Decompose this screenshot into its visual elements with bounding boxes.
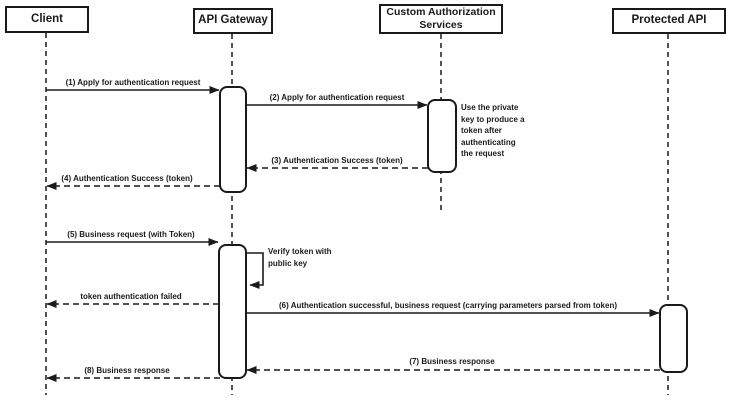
- actor-box-custom-authorization-services: Custom Authorization Services: [379, 4, 503, 34]
- activation-api-gateway-auth: [219, 86, 247, 193]
- arrow-self-verify-token: [246, 252, 264, 289]
- actor-box-client: Client: [5, 6, 89, 33]
- actor-box-protected-api: Protected API: [612, 8, 726, 34]
- activation-custom-authorization-services: [427, 99, 457, 173]
- actor-label-protected-api: Protected API: [631, 14, 707, 27]
- message-label-8: (8) Business response: [84, 366, 170, 375]
- actor-box-api-gateway: API Gateway: [193, 8, 273, 34]
- note-private-key-token: Use the private key to produce a token a…: [461, 103, 525, 158]
- message-label-2: (2) Apply for authentication request: [269, 93, 405, 102]
- message-label-5: (5) Business request (with Token): [67, 230, 195, 239]
- message-label-7: (7) Business response: [409, 357, 495, 366]
- message-label-token-auth-failed: token authentication failed: [80, 292, 182, 301]
- message-label-6: (6) Authentication successful, business …: [278, 301, 618, 310]
- actor-label-api-gateway: API Gateway: [198, 14, 268, 27]
- activation-api-gateway-business: [218, 244, 247, 379]
- activation-protected-api: [659, 304, 688, 373]
- message-label-3: (3) Authentication Success (token): [271, 156, 403, 165]
- actor-label-client: Client: [31, 12, 63, 25]
- message-label-1: (1) Apply for authentication request: [65, 78, 201, 87]
- message-label-4: (4) Authentication Success (token): [61, 174, 193, 183]
- actor-label-custom-authorization-services: Custom Authorization Services: [386, 6, 496, 31]
- message-label-verify-token: Verify token with public key: [268, 247, 332, 268]
